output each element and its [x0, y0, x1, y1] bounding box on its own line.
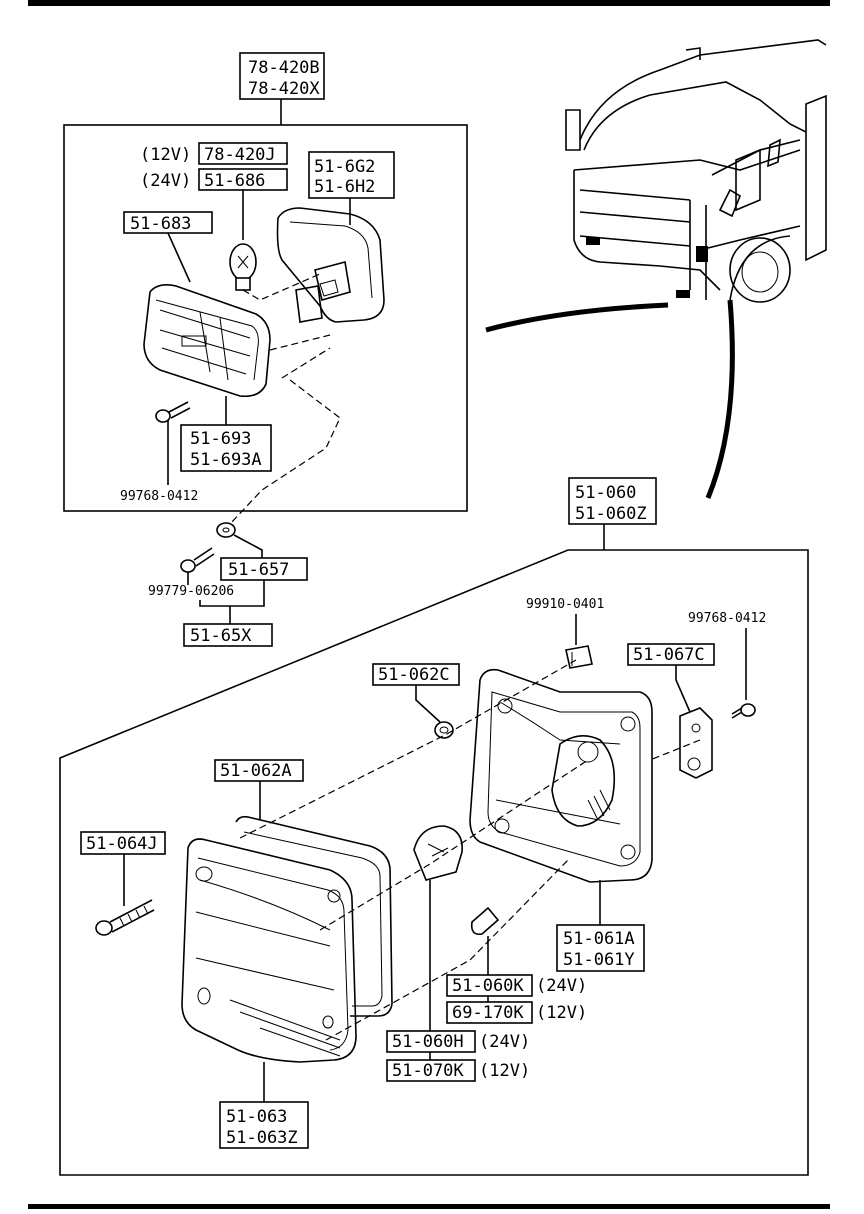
svg-text:51-063: 51-063 [226, 1107, 287, 1127]
bulb-icon [229, 243, 257, 291]
truck-illustration [565, 39, 827, 303]
label-lamp[interactable]: 51-683 [123, 211, 213, 234]
svg-text:51-062C: 51-062C [378, 665, 450, 685]
washer-icon [216, 522, 236, 538]
top-assembly-frame [63, 124, 468, 512]
front-lens-icon [181, 838, 357, 1063]
label-bulb-small-12v-volt: (12V) [536, 1003, 587, 1023]
housing-shell-icon [276, 207, 385, 323]
svg-text:78-420X: 78-420X [248, 79, 320, 99]
label-side-group[interactable]: 51-060 51-060Z [568, 477, 657, 525]
svg-text:51-6H2: 51-6H2 [314, 177, 375, 197]
large-bulb-icon [413, 825, 463, 881]
screw-mid-icon [180, 547, 215, 573]
gasket-icon [235, 815, 393, 1017]
svg-text:51-060Z: 51-060Z [575, 504, 647, 524]
svg-text:51-064J: 51-064J [86, 834, 158, 854]
svg-text:51-060K: 51-060K [452, 976, 524, 996]
svg-text:51-657: 51-657 [228, 560, 289, 580]
label-clip[interactable]: 99910-0401 [526, 597, 604, 612]
svg-text:51-061Y: 51-061Y [563, 950, 635, 970]
label-bulb-small-24v[interactable]: 51-060K [446, 974, 533, 997]
label-lens[interactable]: 51-693 51-693A [180, 424, 272, 472]
screw-right-icon [731, 703, 756, 719]
label-bracket[interactable]: 51-067C [627, 643, 715, 666]
svg-text:51-060: 51-060 [575, 483, 636, 503]
leader-curve-left [485, 302, 669, 333]
label-bulb-large-12v-volt: (12V) [479, 1061, 530, 1081]
label-washer[interactable]: 51-657 [220, 557, 308, 581]
label-grommet[interactable]: 51-062C [372, 663, 460, 686]
svg-text:51-6G2: 51-6G2 [314, 157, 375, 177]
svg-text:51-060H: 51-060H [392, 1032, 464, 1052]
screw-icon [155, 401, 191, 423]
small-bulb-icon [470, 906, 500, 936]
bottom-rule [28, 1204, 830, 1209]
label-bulb-12v-volt: (12V) [140, 145, 191, 165]
label-screw-left[interactable]: 51-064J [80, 831, 166, 855]
label-bulb-small-24v-volt: (24V) [536, 976, 587, 996]
svg-text:51-061A: 51-061A [563, 929, 635, 949]
label-bulb-large-24v-volt: (24V) [479, 1032, 530, 1052]
svg-text:51-686: 51-686 [204, 171, 265, 191]
screw-left-icon [95, 899, 155, 936]
svg-text:51-070K: 51-070K [392, 1061, 464, 1081]
label-bulb-24v-volt: (24V) [140, 171, 191, 191]
label-screw-right[interactable]: 99768-0412 [688, 611, 766, 626]
svg-text:51-693A: 51-693A [190, 450, 262, 470]
svg-text:51-65X: 51-65X [190, 626, 252, 646]
svg-text:78-420B: 78-420B [248, 58, 320, 78]
svg-text:51-067C: 51-067C [633, 645, 705, 665]
label-gasket[interactable]: 51-062A [214, 759, 304, 782]
label-bulb-large-24v[interactable]: 51-060H [386, 1030, 476, 1053]
label-housing[interactable]: 51-6G2 51-6H2 [308, 151, 395, 199]
fog-lamp-icon [143, 284, 271, 398]
label-78-420-group[interactable]: 78-420B 78-420X [239, 52, 325, 100]
side-assembly-frame [59, 549, 809, 1176]
rear-housing-icon [469, 668, 653, 883]
label-bulb-large-12v[interactable]: 51-070K [386, 1059, 476, 1082]
label-side-lens[interactable]: 51-063 51-063Z [219, 1101, 309, 1149]
label-kit[interactable]: 51-65X [183, 623, 273, 647]
svg-text:78-420J: 78-420J [204, 145, 276, 165]
leader-curve-right [705, 299, 735, 499]
label-bulb-small-12v[interactable]: 69-170K [446, 1001, 533, 1024]
svg-text:69-170K: 69-170K [452, 1003, 524, 1023]
label-bulb-24v-part[interactable]: 51-686 [198, 168, 288, 191]
grommet-icon [434, 721, 454, 739]
label-socket[interactable]: 51-061A 51-061Y [556, 924, 645, 972]
svg-text:51-693: 51-693 [190, 429, 251, 449]
label-bulb-12v-part[interactable]: 78-420J [198, 142, 288, 165]
svg-text:51-063Z: 51-063Z [226, 1128, 298, 1148]
svg-text:51-683: 51-683 [130, 214, 191, 234]
label-screw-mid[interactable]: 99779-06206 [148, 584, 234, 599]
bracket-icon [679, 707, 713, 779]
label-screw-top[interactable]: 99768-0412 [120, 489, 198, 504]
svg-text:51-062A: 51-062A [220, 761, 292, 781]
top-rule [28, 0, 830, 6]
clip-icon [565, 645, 593, 669]
